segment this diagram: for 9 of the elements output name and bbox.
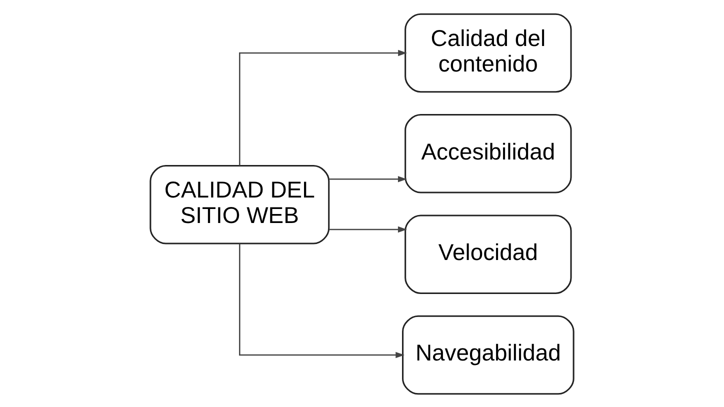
node-box: Navegabilidad	[402, 314, 574, 394]
node-box: Accesibilidad	[404, 114, 572, 193]
node-box: CALIDAD DEL SITIO WEB	[150, 164, 330, 244]
arrow	[329, 226, 407, 232]
arrow	[329, 176, 407, 182]
node-box: Velocidad	[404, 214, 572, 294]
node-box: Calidad del contenido	[404, 12, 572, 92]
arrow	[239, 243, 405, 358]
arrow	[239, 49, 408, 166]
